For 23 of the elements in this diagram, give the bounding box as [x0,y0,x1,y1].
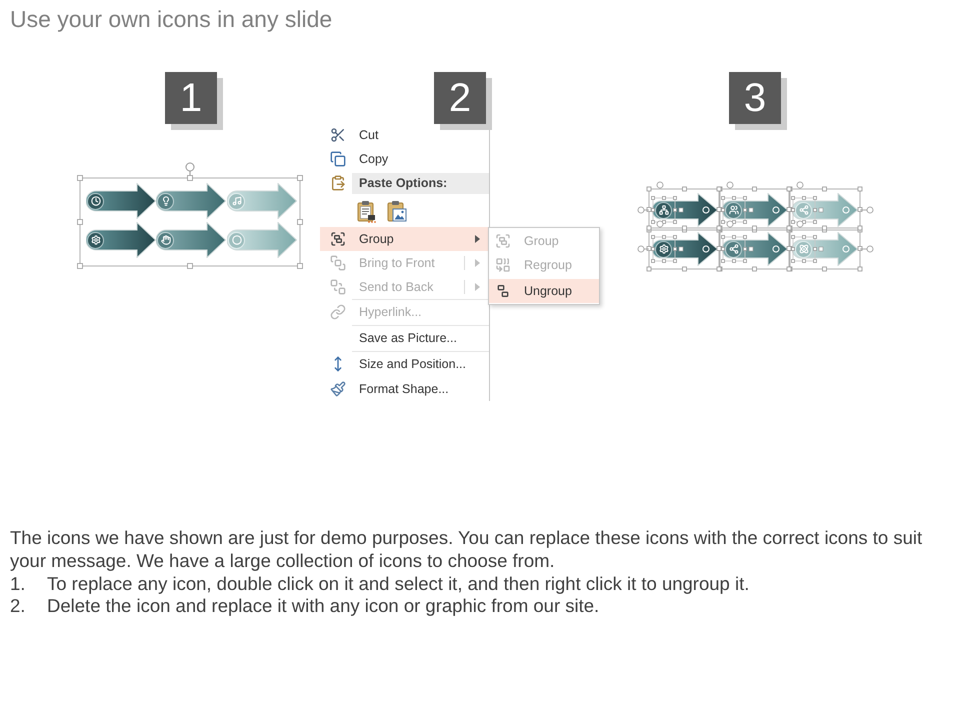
section-header: Paste Options: [352,172,489,194]
list-item-text: To replace any icon, double click on it and select it, and then right click it to ungroup it. [47,572,750,595]
submenu [488,227,600,305]
menu-item: Bring to Front [320,251,489,275]
menu-item: Group [489,229,599,253]
menu-item: Regroup [489,253,599,277]
body-paragraph: The icons we have shown are just for demo purposes. You can replace these icons with the correct icons to suit your message. We have a large collection of icons to choose from. [10,526,924,572]
menu-item: Hyperlink... [320,299,489,325]
menu-item: Copy [320,147,489,171]
list-item-text: Delete the icon and replace it with any icon or graphic from our site. [47,594,600,617]
menu-item: Group [320,227,489,251]
list-number: 1. [10,572,26,595]
menu-item: Ungroup [489,279,599,303]
step-number-badge: 1 [165,72,217,124]
menu-item: Save as Picture... [320,325,489,351]
menu-item: Size and Position... [320,351,489,377]
step-number-badge: 3 [729,72,781,124]
menu-item: Format Shape... [320,377,489,401]
menu-item: Cut [320,123,489,147]
step-number-badge: 2 [434,72,486,124]
slide-title: Use your own icons in any slide [10,5,332,33]
list-number: 2. [10,594,26,617]
menu-item: Send to Back [320,275,489,299]
